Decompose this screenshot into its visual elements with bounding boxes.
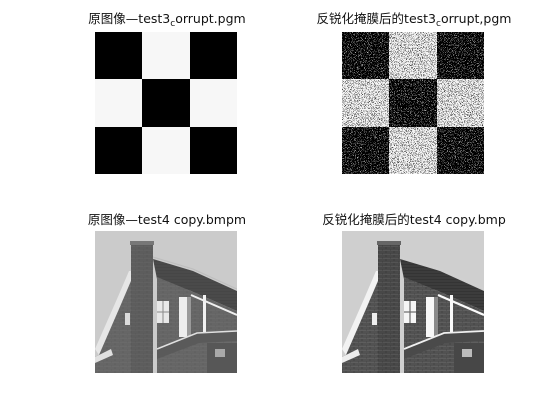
panel-title-original-house: 原图像—test4 copy.bmpm xyxy=(88,213,246,227)
panel-title-sharpened-checkerboard: 反锐化掩膜后的test3corrupt,pgm xyxy=(316,11,512,29)
title-subscript: c xyxy=(436,19,441,29)
house-original-image xyxy=(95,231,237,373)
house-sharpened-image xyxy=(342,231,484,373)
title-prefix: 反锐化掩膜后的test4 copy.bmp xyxy=(322,212,506,227)
title-suffix: orrupt,pgm xyxy=(440,11,512,26)
title-prefix: 原图像—test4 copy.bmpm xyxy=(87,212,247,227)
title-prefix: 原图像—test3 xyxy=(88,11,171,26)
checkerboard-original-image xyxy=(95,32,237,174)
checkerboard-sharpened-image xyxy=(342,32,484,174)
panel-title-sharpened-house: 反锐化掩膜后的test4 copy.bmp xyxy=(322,213,506,227)
title-prefix: 反锐化掩膜后的test3 xyxy=(316,11,437,26)
title-subscript: c xyxy=(170,19,176,29)
title-suffix: orrupt.pgm xyxy=(175,11,246,26)
panel-title-original-checkerboard: 原图像—test3corrupt.pgm xyxy=(88,11,246,29)
